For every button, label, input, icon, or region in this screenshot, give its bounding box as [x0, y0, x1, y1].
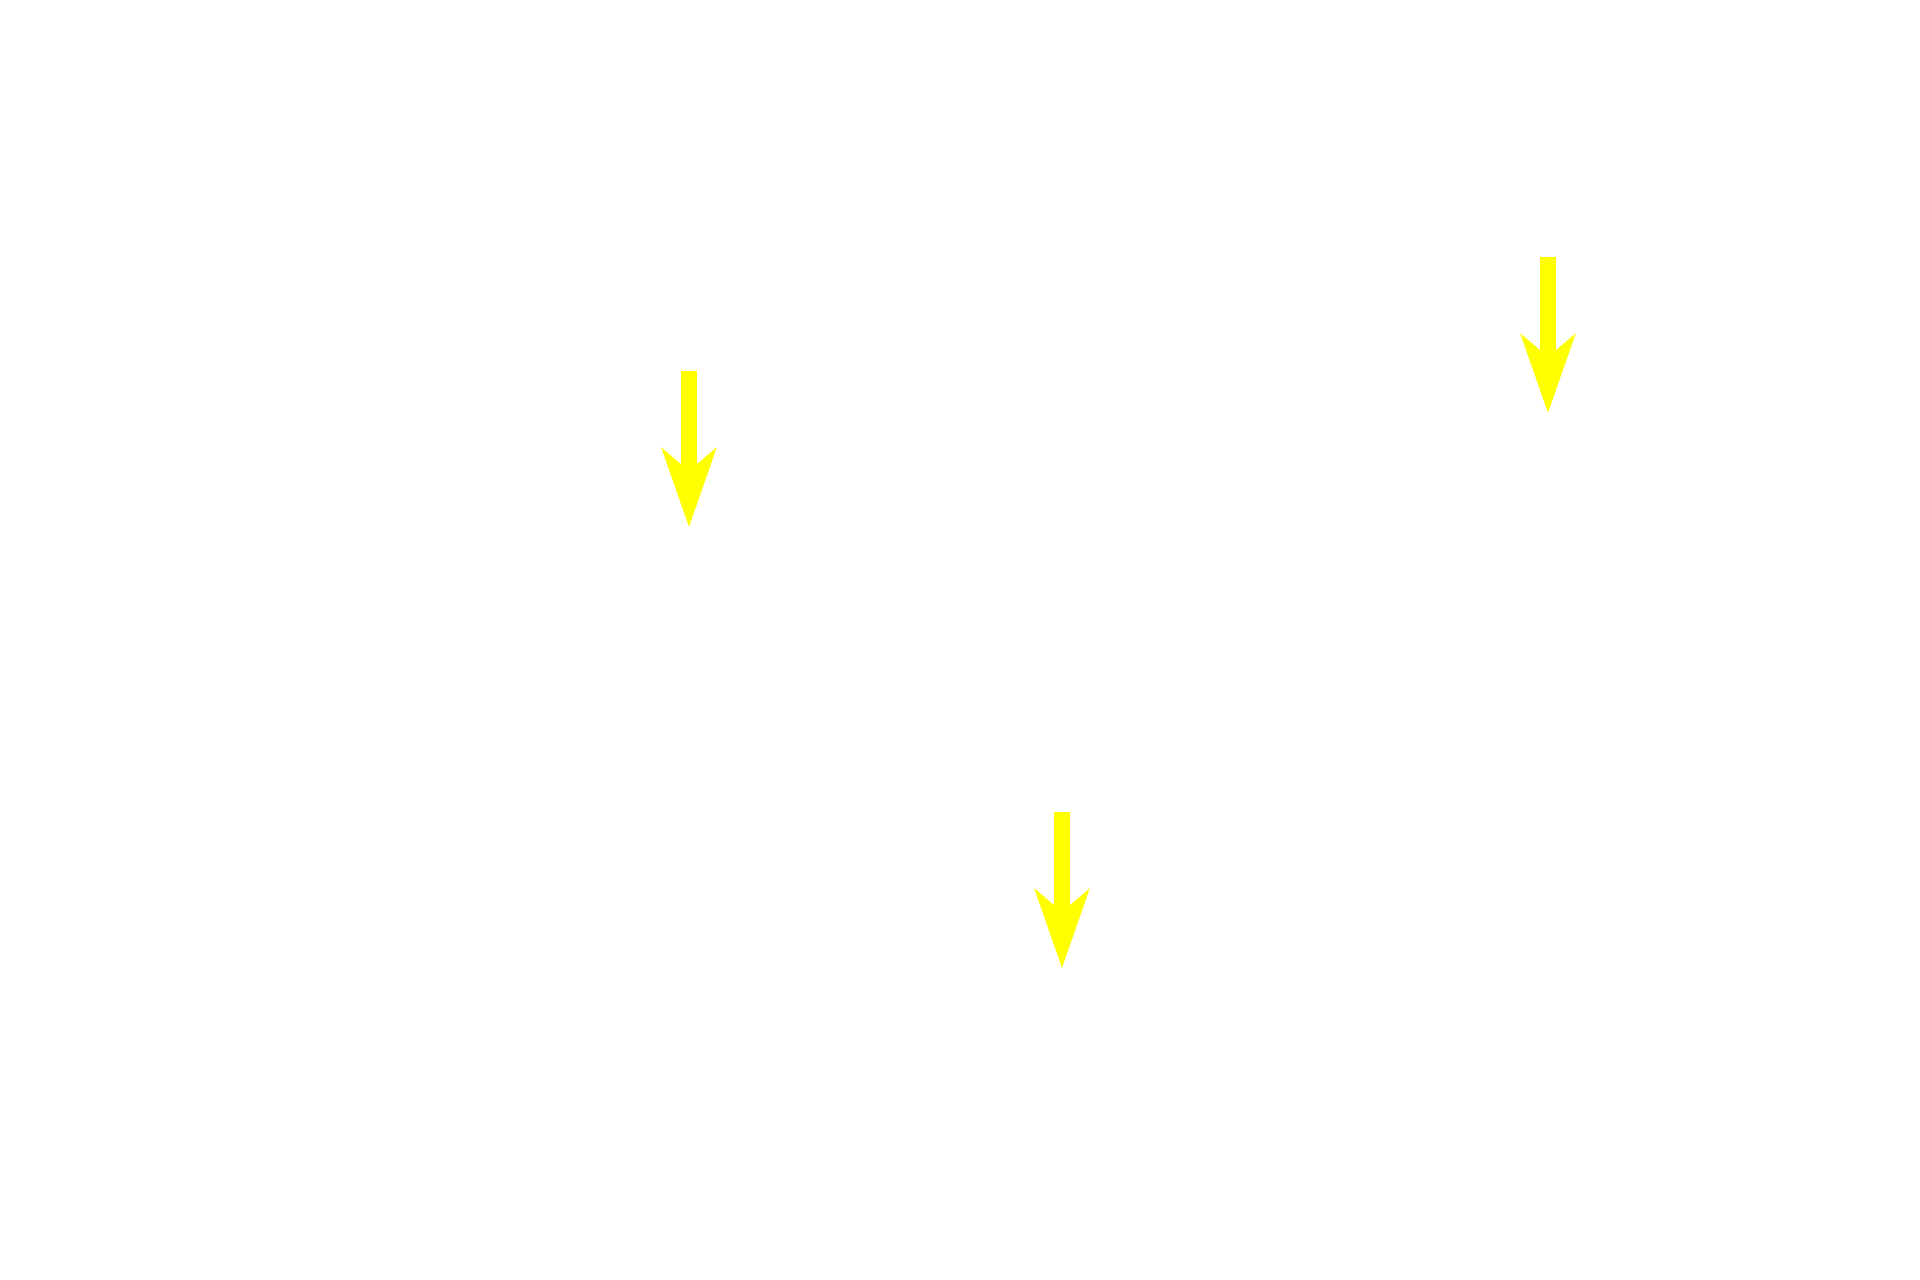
arrow-down-icon — [1034, 812, 1090, 968]
arrow-down-icon — [1520, 257, 1576, 413]
arrow-down-icon — [661, 371, 717, 527]
